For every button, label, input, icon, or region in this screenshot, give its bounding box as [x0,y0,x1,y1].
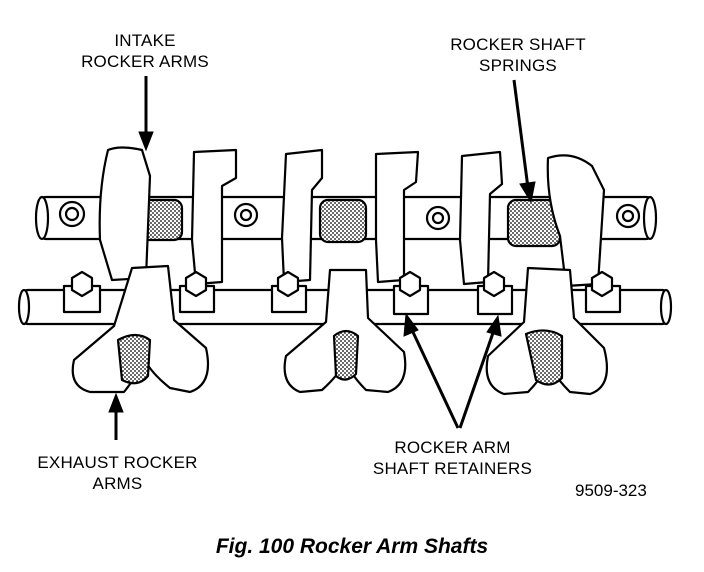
label-line: ROCKER SHAFT [450,35,586,54]
label-exhaust-rocker-arms: EXHAUST ROCKER ARMS [10,452,225,494]
label-line: ROCKER ARM [394,438,511,457]
retainer-arrowhead-right [486,314,502,337]
label-rocker-shaft-springs: ROCKER SHAFT SPRINGS [418,34,618,76]
springs-leader [512,79,530,189]
exhaust-arrowhead [108,392,124,413]
rear-shaft-bolts [58,200,641,231]
label-line: INTAKE [114,31,176,50]
label-rocker-arm-shaft-retainers: ROCKER ARM SHAFT RETAINERS [340,437,565,479]
label-line: SPRINGS [479,56,557,75]
leader-arrows [108,76,536,440]
figure-code: 9509-323 [575,481,647,500]
label-intake-rocker-arms: INTAKE ROCKER ARMS [40,30,250,72]
exhaust-rocker-arms [71,264,608,396]
figure-caption: Fig. 100 Rocker Arm Shafts [215,535,489,558]
intake-rocker-arms [98,146,606,288]
label-line: EXHAUST ROCKER [37,453,198,472]
intake-arrowhead [138,131,154,152]
rocker-arm-shaft-retainers [62,270,622,316]
label-line: ROCKER ARMS [81,52,209,71]
label-line: ARMS [92,474,143,493]
retainer-leader-left [410,329,460,429]
retainer-leader-right [458,329,496,429]
label-line: SHAFT RETAINERS [372,459,533,478]
springs-arrowhead [519,181,536,204]
retainer-arrowhead-left [403,312,419,337]
